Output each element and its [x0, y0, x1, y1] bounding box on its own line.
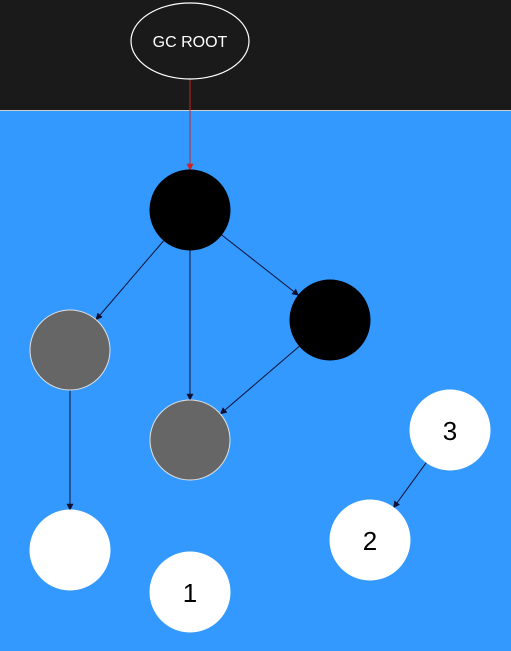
gc-root: GC ROOT [130, 2, 250, 80]
gc-root-label: GC ROOT [153, 34, 228, 51]
reference-edge-a-b [95, 240, 165, 321]
object-node-b [29, 309, 111, 391]
reference-edge-a-c [221, 234, 300, 296]
object-node-label-n1: 1 [183, 578, 197, 608]
object-node-circle-c [289, 279, 371, 361]
object-node-label-n3: 3 [443, 416, 457, 446]
object-node-n1: 1 [149, 551, 231, 633]
gc-root-band [0, 0, 511, 110]
object-node-d [149, 399, 231, 481]
reference-edge-c-d [219, 345, 300, 415]
object-node-circle-e [29, 509, 111, 591]
gc-root-ellipse [130, 2, 250, 80]
object-node-circle-n1 [149, 551, 231, 633]
nodes-layer: 1 2 3 [29, 169, 491, 633]
object-node-circle-n2 [329, 499, 411, 581]
object-node-n2: 2 [329, 499, 411, 581]
object-node-label-n2: 2 [363, 526, 377, 556]
object-node-n3: 3 [409, 389, 491, 471]
object-node-c [289, 279, 371, 361]
object-node-circle-n3 [409, 389, 491, 471]
object-node-circle-b [29, 309, 111, 391]
object-node-a [149, 169, 231, 251]
object-node-e [29, 509, 111, 591]
object-node-circle-a [149, 169, 231, 251]
reference-edge-n3-n2 [393, 462, 427, 509]
edges-layer [66, 79, 427, 511]
object-node-circle-d [149, 399, 231, 481]
